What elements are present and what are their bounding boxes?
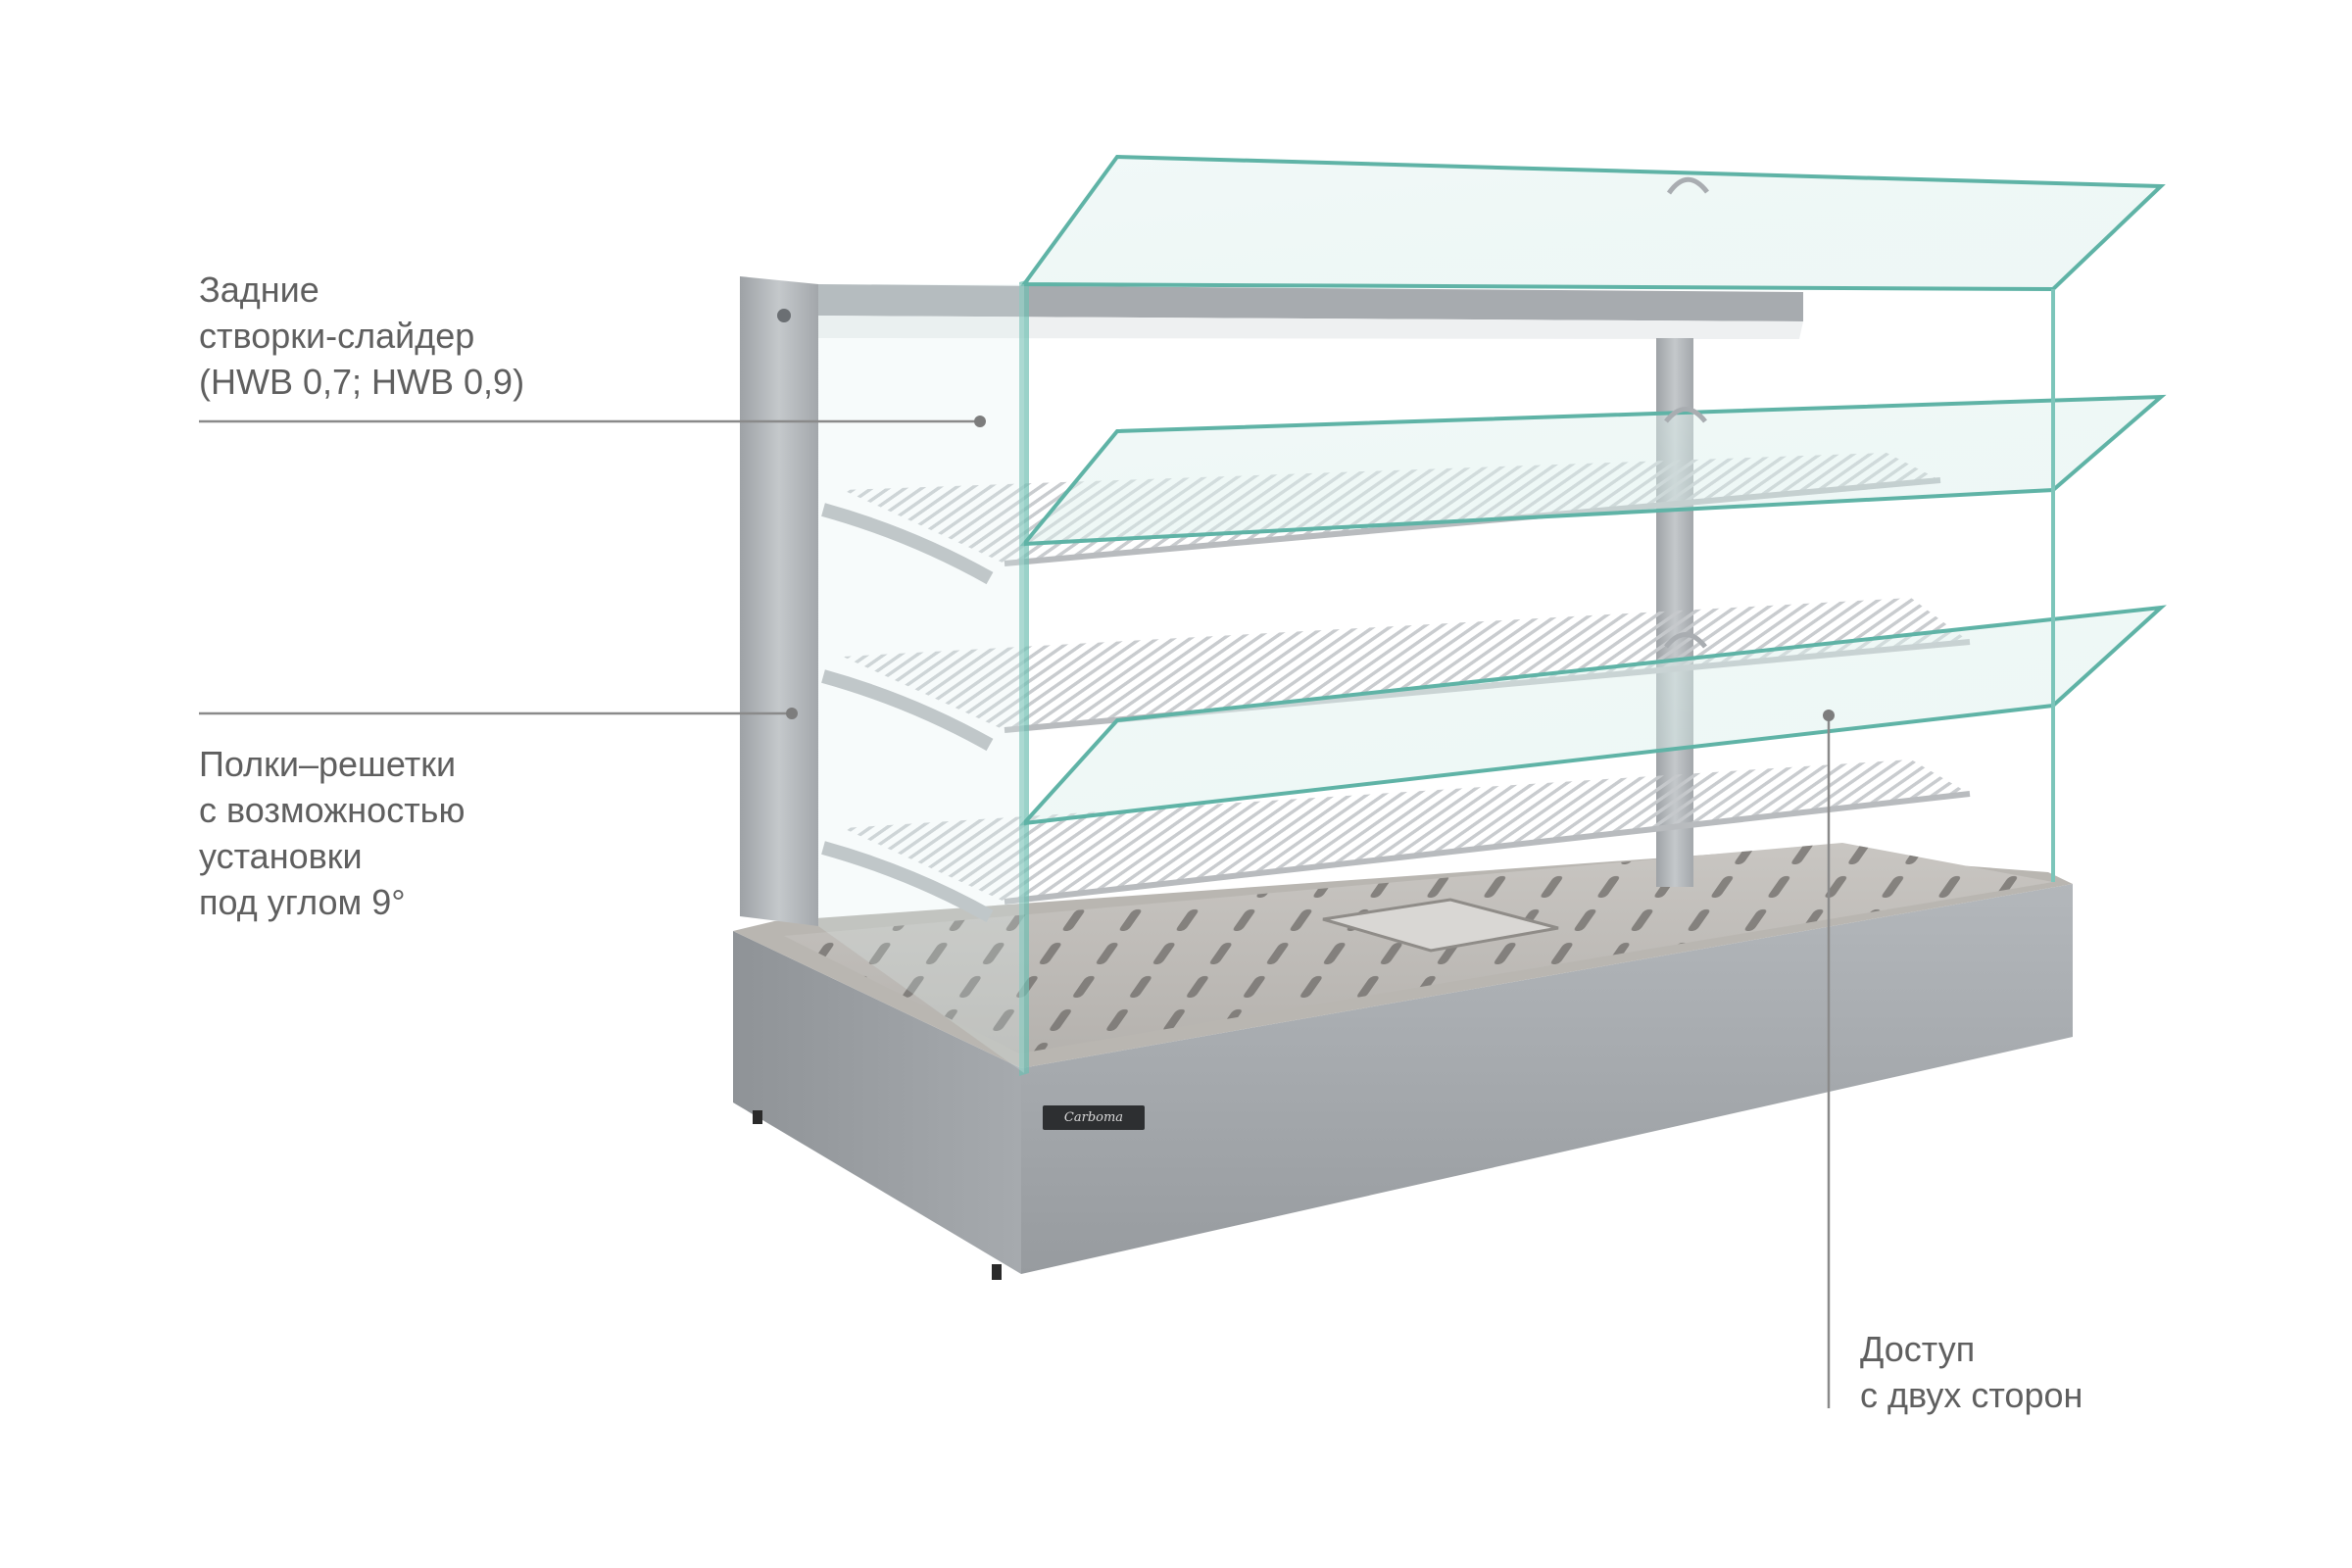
callout-rear-sliders: Задние створки-слайдер (HWB 0,7; HWB 0,9… bbox=[199, 267, 524, 405]
glass-panels bbox=[818, 154, 2167, 1076]
callout-shelves-line2: с возможностью bbox=[199, 790, 466, 830]
brand-plate: Carboma bbox=[1043, 1105, 1145, 1130]
leader-dot-shelves bbox=[786, 708, 798, 719]
callout-shelves-line3: установки bbox=[199, 836, 363, 876]
callout-access-line2: с двух сторон bbox=[1860, 1375, 2083, 1415]
callout-access-line1: Доступ bbox=[1860, 1329, 1976, 1369]
shelf-bottom bbox=[821, 760, 1971, 923]
glass-handles bbox=[1664, 176, 1709, 649]
callout-shelves-line1: Полки–решетки bbox=[199, 744, 457, 784]
leader-dot-rear bbox=[974, 416, 986, 427]
callout-rear-line1: Задние bbox=[199, 270, 319, 310]
callout-rear-line2: створки-слайдер bbox=[199, 316, 475, 356]
bottom-tray bbox=[784, 843, 2053, 1054]
leader-lines bbox=[199, 416, 1835, 1408]
callout-wire-shelves: Полки–решетки с возможностью установки п… bbox=[199, 741, 465, 925]
callout-rear-line3: (HWB 0,7; HWB 0,9) bbox=[199, 362, 525, 402]
leader-dot-access bbox=[1823, 710, 1835, 721]
callout-two-side-access: Доступ с двух сторон bbox=[1860, 1326, 2082, 1418]
callout-shelves-line4: под углом 9° bbox=[199, 882, 406, 922]
